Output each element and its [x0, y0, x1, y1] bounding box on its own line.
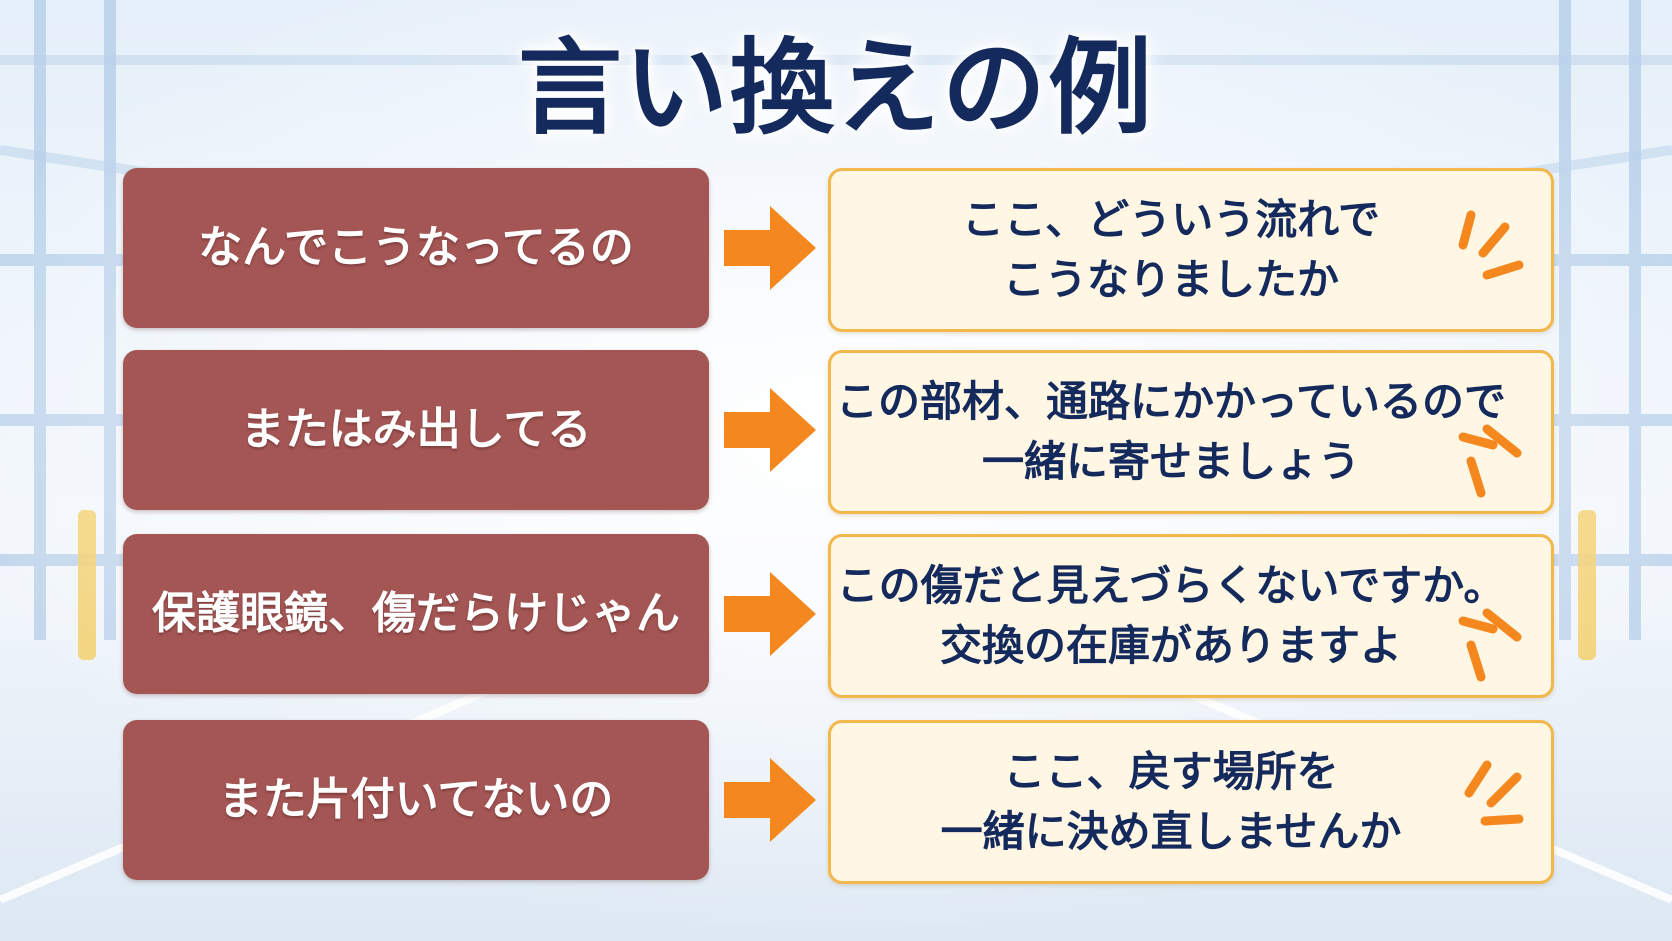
after-phrase-box: ここ、どういう流れで こうなりましたか — [828, 168, 1554, 332]
before-phrase-box: またはみ出してる — [123, 350, 709, 510]
emphasis-burst-icon — [1458, 210, 1524, 280]
example-row: またはみ出してる この部材、通路にかかっているので 一緒に寄せましょう — [0, 350, 1672, 514]
example-row: また片付いてないの ここ、戻す場所を 一緒に決め直しませんか — [0, 720, 1672, 884]
before-phrase-box: 保護眼鏡、傷だらけじゃん — [123, 534, 709, 694]
after-phrase-box: この傷だと見えづらくないですか。 交換の在庫がありますよ — [828, 534, 1554, 698]
arrow-right-icon — [724, 388, 816, 472]
example-row: なんでこうなってるの ここ、どういう流れで こうなりましたか — [0, 168, 1672, 332]
after-phrase: ここ、どういう流れで こうなりましたか — [962, 195, 1380, 304]
arrow-right-icon — [724, 572, 816, 656]
example-row: 保護眼鏡、傷だらけじゃん この傷だと見えづらくないですか。 交換の在庫があります… — [0, 534, 1672, 698]
after-phrase: この部材、通路にかかっているので 一緒に寄せましょう — [836, 377, 1506, 486]
arrow-right-icon — [724, 758, 816, 842]
before-phrase: またはみ出してる — [240, 404, 592, 455]
before-phrase: なんでこうなってるの — [198, 222, 634, 273]
emphasis-burst-icon — [1464, 760, 1524, 826]
arrow-right-icon — [724, 206, 816, 290]
page-title: 言い換えの例 — [517, 27, 1154, 149]
before-phrase-box: なんでこうなってるの — [123, 168, 709, 328]
emphasis-burst-icon — [1458, 424, 1522, 498]
after-phrase: ここ、戻す場所を 一緒に決め直しませんか — [940, 747, 1402, 856]
emphasis-burst-icon — [1458, 608, 1522, 682]
after-phrase-box: ここ、戻す場所を 一緒に決め直しませんか — [828, 720, 1554, 884]
after-phrase: この傷だと見えづらくないですか。 交換の在庫がありますよ — [836, 561, 1506, 670]
after-phrase-box: この部材、通路にかかっているので 一緒に寄せましょう — [828, 350, 1554, 514]
before-phrase-box: また片付いてないの — [123, 720, 709, 880]
before-phrase: 保護眼鏡、傷だらけじゃん — [152, 588, 680, 639]
before-phrase: また片付いてないの — [218, 774, 614, 825]
